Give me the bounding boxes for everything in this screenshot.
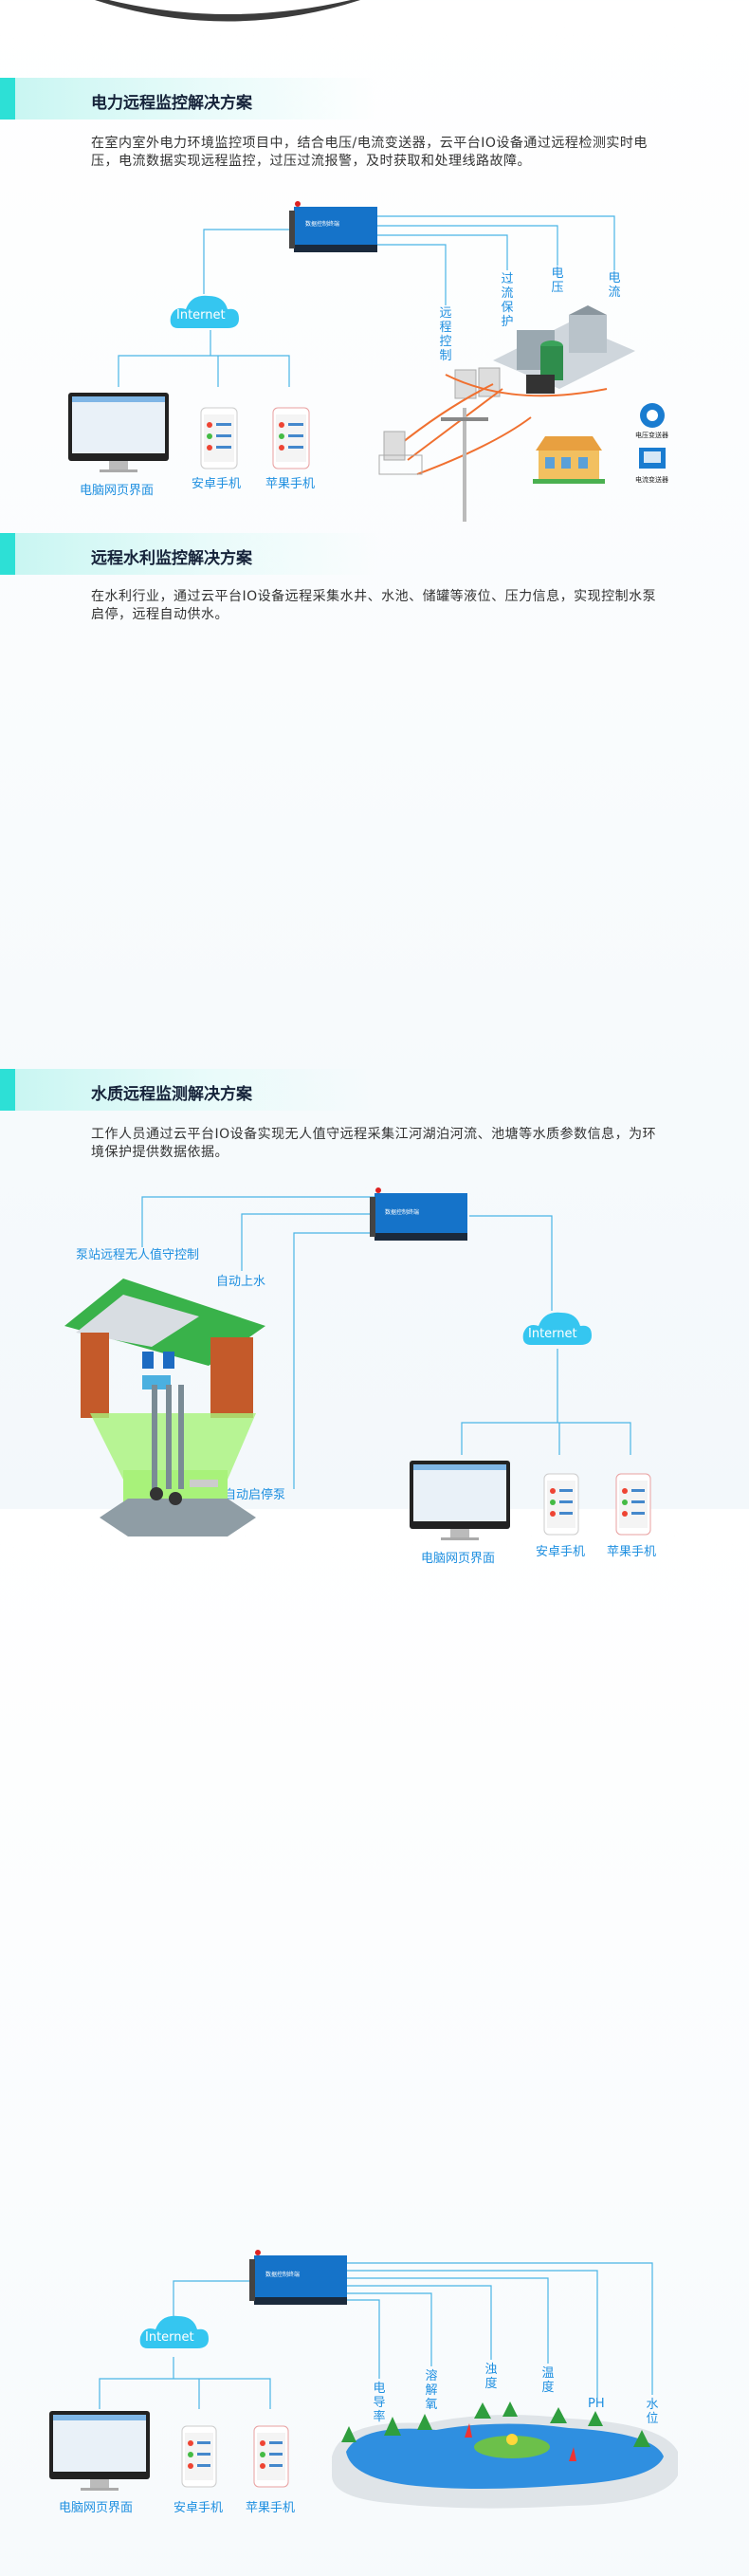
svg-text:数据控制终端: 数据控制终端: [385, 1208, 419, 1216]
label-dissolved-oxygen: 溶解氧: [425, 2369, 437, 2412]
monitor-icon: [68, 393, 169, 472]
label-remote-control: 远程控制: [439, 306, 451, 363]
device-label-android: 安卓手机: [192, 477, 241, 491]
sensor-label-current: 电流变送器: [635, 475, 668, 484]
power-diagram: 数据控制终端 Internet 电脑网页界面 安卓手机: [68, 201, 668, 522]
device-label-iphone: 苹果手机: [265, 477, 315, 491]
label-temperature: 温度: [541, 2366, 554, 2395]
top-decor: [95, 0, 360, 22]
label-auto-pump: 自动启停泵: [224, 1487, 285, 1502]
current-transmitter-icon: [639, 448, 666, 469]
android-phone-icon: [181, 2425, 217, 2488]
label-overcurrent: 过流保护: [501, 272, 513, 329]
lake-illustration: [332, 2415, 678, 2509]
internet-label: Internet: [528, 1327, 577, 1341]
svg-text:数据控制终端: 数据控制终端: [305, 220, 339, 228]
io-device: 数据控制终端: [370, 1187, 467, 1241]
section-description: 在水利行业，通过云平台IO设备远程采集水井、水池、储罐等液位、压力信息，实现控制…: [91, 589, 657, 622]
section-water-quality: 水质远程监测解决方案 工作人员通过云平台IO设备实现无人值守远程采集江河湖泊河流…: [0, 1067, 749, 2515]
device-label-pc: 电脑网页界面: [59, 2501, 133, 2515]
svg-text:数据控制终端: 数据控制终端: [265, 2271, 300, 2278]
section-power: 电力远程监控解决方案 在室内室外电力环境监控项目中，结合电压/电流变送器，云平台…: [0, 0, 749, 531]
internet-label: Internet: [176, 308, 226, 322]
device-label-pc: 电脑网页界面: [421, 1552, 495, 1566]
label-current: 电流: [608, 271, 620, 300]
device-label-android: 安卓手机: [174, 2501, 223, 2515]
label-conductivity: 电导率: [373, 2382, 385, 2424]
label-voltage: 电压: [551, 267, 563, 295]
monitor-icon: [49, 2411, 150, 2491]
internet-label: Internet: [145, 2330, 194, 2345]
android-phone-icon: [200, 407, 238, 469]
sensor-label-voltage: 电压变送器: [635, 431, 668, 439]
section-description: 工作人员通过云平台IO设备实现无人值守远程采集江河湖泊河流、池塘等水质参数信息，…: [91, 1127, 657, 1160]
section-title: 水质远程监测解决方案: [91, 1085, 252, 1104]
io-device: 数据控制终端: [289, 201, 377, 252]
section-title: 远程水利监控解决方案: [91, 549, 252, 568]
label-turbidity: 浊度: [484, 2363, 497, 2391]
device-label-iphone: 苹果手机: [246, 2501, 295, 2515]
section-band: [0, 78, 379, 120]
section-title: 电力远程监控解决方案: [91, 94, 252, 113]
section-description: 在室内室外电力环境监控项目中，结合电压/电流变送器，云平台IO设备通过远程检测实…: [91, 136, 648, 169]
device-label-iphone: 苹果手机: [607, 1545, 656, 1559]
label-pump-station: 泵站远程无人值守控制: [76, 1247, 199, 1262]
iphone-icon: [272, 407, 310, 469]
water-quality-diagram: 数据控制终端 Internet 电导率 溶解氧 浊度 温度 PH 水位: [49, 2250, 678, 2515]
label-ph: PH: [588, 2397, 605, 2411]
substation-illustration: [378, 305, 635, 522]
voltage-transmitter-icon: [640, 403, 665, 428]
label-auto-fill: 自动上水: [216, 1275, 265, 1289]
iphone-icon: [253, 2425, 289, 2488]
internet-cloud-icon: [170, 295, 239, 328]
device-label-android: 安卓手机: [536, 1545, 585, 1559]
section-band: [0, 1069, 379, 1111]
section-water-conservancy: 远程水利监控解决方案 在水利行业，通过云平台IO设备远程采集水井、水池、储罐等液…: [0, 531, 749, 1566]
house-icon: [533, 436, 605, 484]
io-device: 数据控制终端: [249, 2250, 347, 2305]
device-label-pc: 电脑网页界面: [80, 484, 154, 498]
label-water-level: 水位: [646, 2398, 658, 2426]
section-band: [0, 533, 379, 575]
